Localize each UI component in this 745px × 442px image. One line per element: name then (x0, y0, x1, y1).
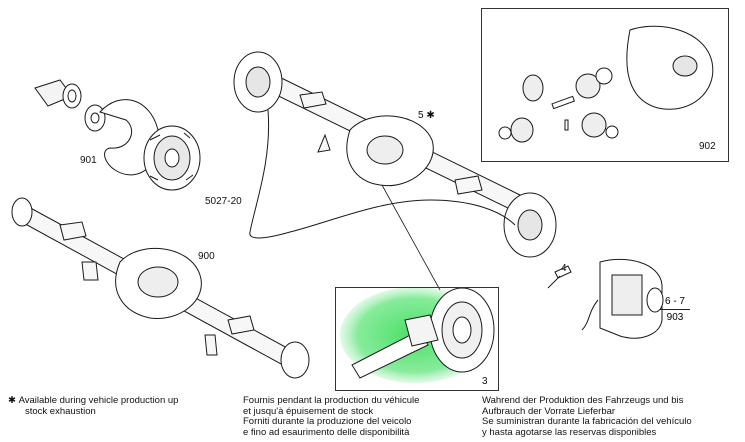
bolt (547, 265, 572, 289)
note-en-line-2: stock exhaustion (25, 405, 96, 417)
note-it-line-1: Forniti durante la produzione del veicol… (243, 416, 412, 427)
note-fr-line-2: et jusqu'à épuisement de stock (243, 405, 374, 417)
drive-flange-group (34, 79, 106, 132)
fraction-bar (660, 309, 690, 310)
note-fr-line-1: Fournis pendant la production du véhicul… (243, 395, 420, 406)
note-es-line-2: y hasta agotarse las reservas disponible… (482, 426, 657, 438)
differential-parts (498, 25, 714, 143)
crown-wheel-pinion (340, 287, 495, 383)
callout-902[interactable]: 902 (699, 141, 716, 152)
brake-caliper (581, 258, 664, 339)
note-fr: Fournis pendant la production du véhicul… (243, 395, 420, 417)
note-es-line-1: Se suministran durante la fabricación de… (482, 416, 692, 427)
note-en: ✱ Available during vehicle production up… (8, 395, 179, 417)
note-it-line-2: e fino ad esaurimento delle disponibilit… (243, 426, 410, 438)
note-it: Forniti durante la produzione del veicol… (243, 416, 412, 438)
callout-5027-20[interactable]: 5027-20 (205, 196, 242, 207)
callout-4[interactable]: 4 (561, 263, 567, 274)
note-en-line-1: Available during vehicle production up (18, 395, 179, 406)
legend-star-line: ✱ Available during vehicle production up (8, 395, 179, 407)
upper-axle-housing (233, 51, 557, 258)
leader-line-3 (381, 184, 441, 291)
lower-axle-housing (11, 197, 310, 379)
brake-drum (143, 125, 201, 191)
callout-3[interactable]: 3 (482, 376, 488, 387)
callout-6-7-903[interactable]: 6 - 7 903 (660, 296, 690, 323)
callout-901[interactable]: 901 (80, 155, 97, 166)
star-icon: ✱ (8, 395, 16, 406)
note-de-line-2: Aufbrauch der Vorrate Lieferbar (482, 405, 616, 417)
detail-box-3 (335, 287, 499, 391)
note-de: Wahrend der Produktion des Fahrzeugs und… (482, 395, 684, 417)
detail-box-902 (481, 8, 729, 162)
note-de-line-1: Wahrend der Produktion des Fahrzeugs und… (482, 395, 684, 406)
callout-903: 903 (666, 312, 684, 323)
callout-900[interactable]: 900 (198, 251, 215, 262)
note-es: Se suministran durante la fabricación de… (482, 416, 692, 438)
callout-6-7: 6 - 7 (664, 296, 685, 307)
brake-line (249, 109, 516, 239)
callout-5[interactable]: 5 ✱ (418, 110, 435, 121)
